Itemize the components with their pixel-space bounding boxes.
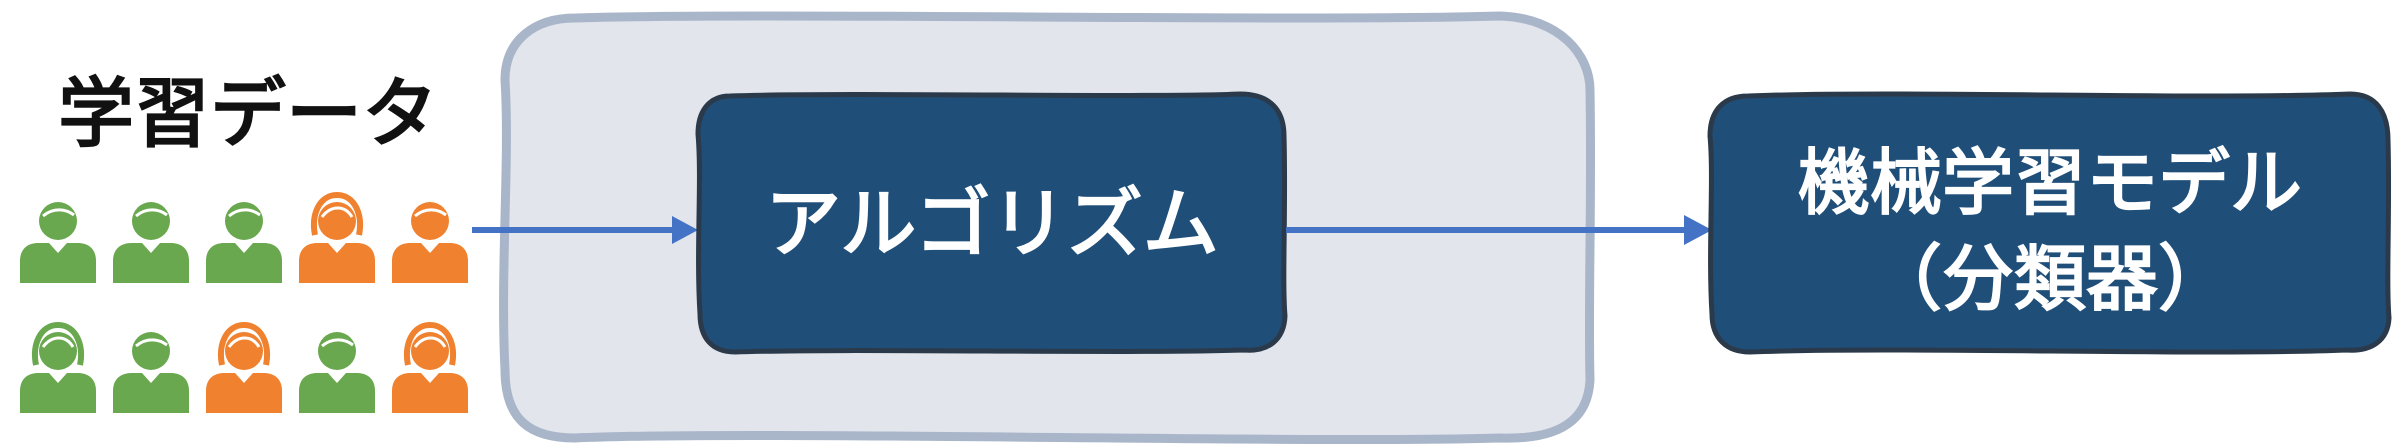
model-label-line1: 機械学習モデル bbox=[1798, 141, 2302, 225]
person-icon bbox=[392, 202, 468, 283]
person-icon bbox=[206, 321, 282, 413]
algorithm-box bbox=[695, 91, 1288, 355]
person-icon bbox=[20, 321, 96, 413]
person-icon bbox=[206, 202, 282, 283]
person-icon bbox=[299, 191, 375, 283]
person-icon bbox=[392, 321, 468, 413]
arrow-right-icon bbox=[1286, 215, 1712, 245]
training-data-people bbox=[20, 191, 468, 413]
training-data-title: 学習データ bbox=[58, 69, 438, 158]
person-icon bbox=[113, 202, 189, 283]
algorithm-label: アルゴリズム bbox=[765, 179, 1219, 268]
person-icon bbox=[113, 332, 189, 413]
model-box bbox=[1707, 91, 2392, 355]
model-label-line2: （分類器） bbox=[1870, 237, 2230, 321]
arrow-right-icon bbox=[472, 216, 698, 244]
person-icon bbox=[299, 332, 375, 413]
person-icon bbox=[20, 202, 96, 283]
